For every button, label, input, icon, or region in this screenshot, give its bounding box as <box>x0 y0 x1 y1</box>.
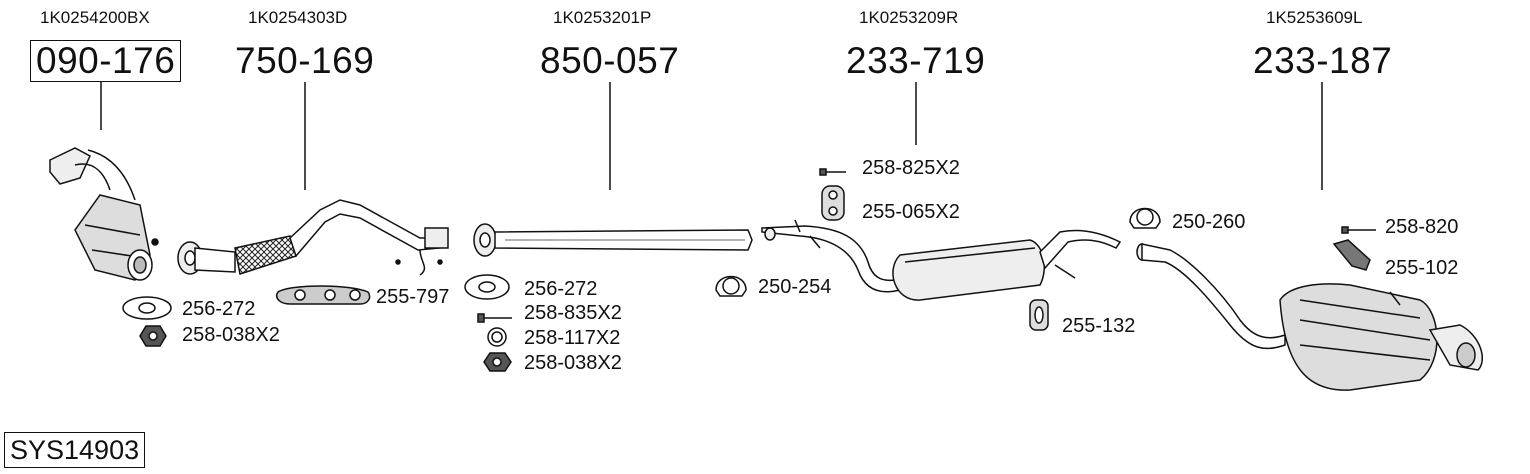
oem-number-3: 1K0253201P <box>553 8 652 27</box>
rubber-hanger-icon <box>821 185 845 221</box>
centre-silencer-drawing <box>761 219 1122 301</box>
catalytic-converter-drawing <box>49 147 159 281</box>
accessory-label[interactable]: 258-820 <box>1385 216 1459 238</box>
accessory-label[interactable]: 255-065X2 <box>862 201 960 223</box>
accessory-label[interactable]: 256-272 <box>182 298 256 320</box>
intermediate-pipe-drawing <box>473 223 753 257</box>
oem-number-5: 1K5253609L <box>1266 8 1363 27</box>
accessory-label[interactable]: 255-102 <box>1385 257 1459 279</box>
oem-number-4: 1K0253209R <box>859 8 959 27</box>
oem-number-2: 1K0254303D <box>248 8 348 27</box>
accessory-label[interactable]: 255-132 <box>1062 315 1136 337</box>
accessory-label[interactable]: 258-117X2 <box>524 327 621 349</box>
part-number-intermediate-pipe[interactable]: 850-057 <box>540 40 680 81</box>
accessory-label[interactable]: 250-260 <box>1172 211 1246 233</box>
part-number-catalytic-converter[interactable]: 090-176 <box>30 40 182 82</box>
bracket-icon <box>1332 239 1371 271</box>
accessory-icons <box>122 168 1376 372</box>
part-number-front-pipe[interactable]: 750-169 <box>235 40 375 81</box>
system-code: SYS14903 <box>4 432 146 468</box>
front-pipe-drawing <box>177 199 449 276</box>
accessory-label[interactable]: 255-797 <box>376 286 450 308</box>
rear-silencer-drawing <box>1136 243 1483 391</box>
accessory-label[interactable]: 258-835X2 <box>524 302 622 324</box>
accessory-label[interactable]: 258-825X2 <box>862 157 960 179</box>
leader-lines <box>100 82 1323 190</box>
accessory-label[interactable]: 250-254 <box>758 276 832 298</box>
accessory-label[interactable]: 258-038X2 <box>182 324 280 346</box>
part-number-centre-silencer[interactable]: 233-719 <box>846 40 986 81</box>
accessory-label[interactable]: 258-038X2 <box>524 352 622 374</box>
accessory-label[interactable]: 256-272 <box>524 278 598 300</box>
part-number-rear-silencer[interactable]: 233-187 <box>1253 40 1393 81</box>
oem-number-1: 1K0254200BX <box>40 8 150 27</box>
